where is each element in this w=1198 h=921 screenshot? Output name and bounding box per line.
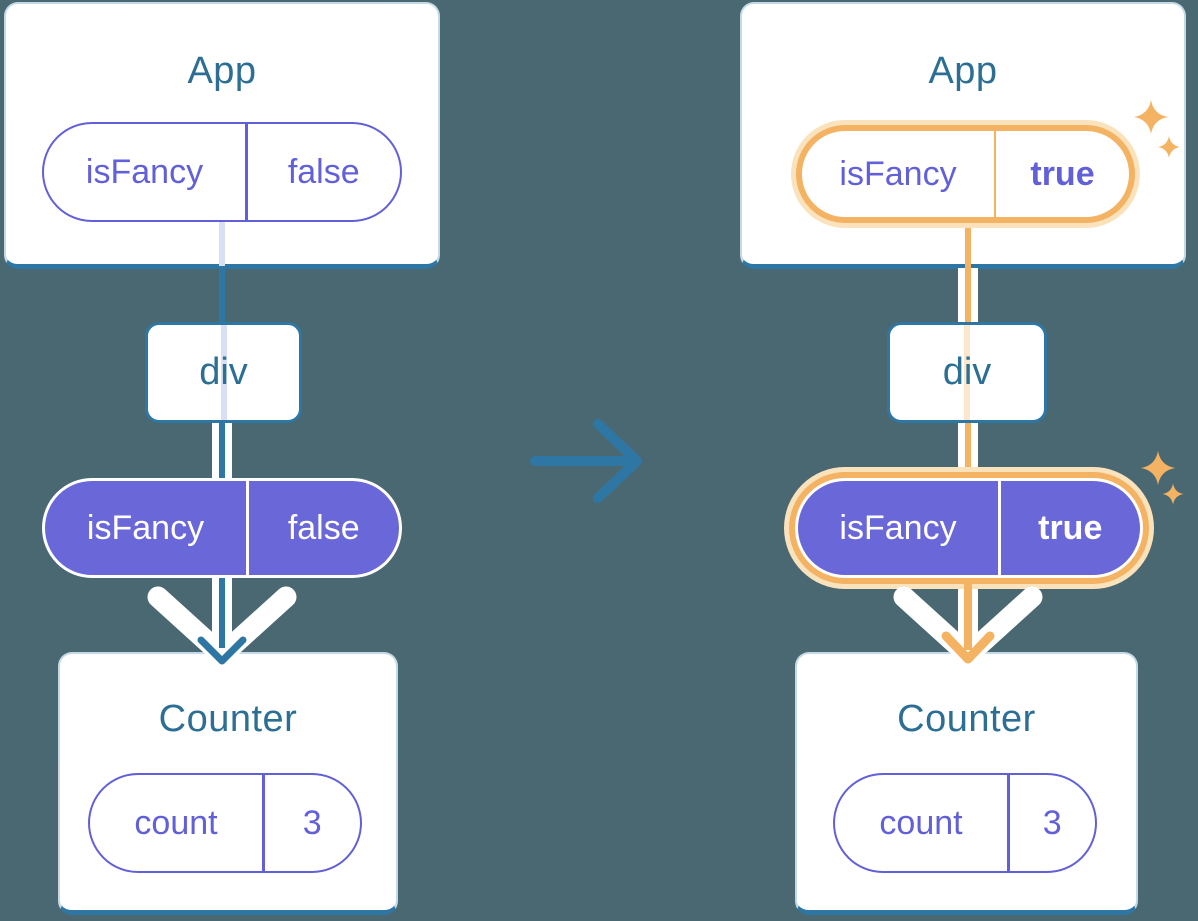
passed-prop-pill-highlighted: isFancy true (795, 478, 1143, 578)
pill-divider (245, 124, 248, 220)
sparkle-icon (1140, 450, 1176, 486)
updated-prop-line (965, 423, 971, 473)
app-prop-pill: isFancy false (42, 122, 402, 222)
state-value: 3 (1042, 803, 1062, 842)
prop-flow-line-left (212, 423, 219, 479)
pill-divider (998, 481, 1001, 575)
prop-flow-line-left (212, 578, 219, 642)
prop-name: isFancy (86, 508, 205, 547)
prop-pass-chevron (147, 586, 297, 666)
prop-flow-line-left (958, 578, 965, 642)
div-label: div (942, 351, 992, 393)
passed-prop-pill: isFancy false (42, 478, 402, 578)
prop-name: isFancy (839, 154, 957, 193)
app-prop-pill-highlighted: isFancy true (796, 125, 1135, 223)
sparkle-icon (1162, 483, 1184, 505)
count-state-pill: count 3 (88, 773, 362, 873)
state-value: 3 (302, 803, 322, 842)
div-label: div (199, 351, 248, 393)
prop-flow-line-right (225, 578, 232, 642)
prop-value: false (287, 508, 360, 547)
state-line (219, 423, 225, 479)
updated-prop-line (965, 268, 971, 324)
app-title: App (928, 50, 998, 92)
state-name: count (879, 803, 963, 842)
prop-flow-line-right (971, 578, 978, 642)
div-box: div (887, 322, 1047, 423)
prop-flow-line-left (958, 423, 965, 473)
pass-through-line (964, 325, 970, 420)
app-title: App (187, 50, 257, 92)
prop-value: false (287, 152, 360, 191)
app-to-div-line (219, 266, 225, 324)
state-name: count (134, 803, 218, 842)
prop-flow-line-right (225, 423, 232, 479)
div-box: div (145, 322, 302, 423)
prop-value: true (1038, 508, 1103, 547)
count-state-pill: count 3 (833, 773, 1097, 873)
pill-divider (1007, 775, 1010, 871)
pill-divider (262, 775, 265, 871)
pass-through-line (220, 325, 227, 420)
prop-name: isFancy (839, 508, 957, 547)
counter-title: Counter (158, 698, 298, 740)
prop-value: true (1030, 154, 1095, 193)
prop-flow-line-right (971, 268, 978, 324)
pill-divider (994, 131, 996, 217)
prop-name: isFancy (85, 152, 204, 191)
prop-pass-chevron (893, 586, 1043, 666)
state-line-inside-app (219, 220, 225, 267)
prop-flow-line-left (958, 268, 965, 324)
transition-arrow-icon (530, 419, 642, 503)
counter-title: Counter (897, 698, 1036, 740)
updated-prop-line-inside-app (965, 225, 971, 269)
pill-divider (246, 481, 249, 575)
prop-flow-line-right (971, 423, 978, 473)
